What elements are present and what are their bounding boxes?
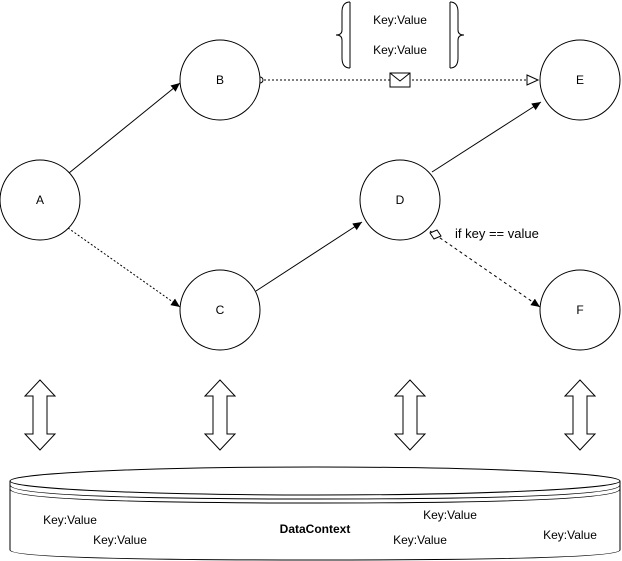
- datacontext-entry: Key:Value: [543, 528, 597, 542]
- node-e[interactable]: E: [539, 39, 621, 121]
- edge-d-e[interactable]: [431, 101, 542, 173]
- message-line-1: Key:Value: [373, 13, 427, 27]
- node-a[interactable]: A: [0, 159, 81, 241]
- condition-diamond-icon: [429, 229, 442, 240]
- envelope-icon: [389, 72, 411, 88]
- datacontext-title: DataContext: [280, 522, 351, 536]
- condition-label: if key == value: [455, 226, 539, 241]
- node-a-label: A: [36, 193, 44, 207]
- message-payload[interactable]: Key:Value Key:Value: [335, 0, 465, 70]
- node-f-label: F: [576, 303, 583, 317]
- node-f[interactable]: F: [539, 269, 621, 351]
- node-b-label: B: [216, 73, 224, 87]
- datacontext-entry: Key:Value: [423, 508, 477, 522]
- double-arrow-1: [23, 379, 57, 451]
- node-c-label: C: [216, 303, 225, 317]
- double-arrow-3: [393, 379, 427, 451]
- edge-a-c[interactable]: [67, 227, 181, 308]
- datacontext-entry: Key:Value: [93, 533, 147, 547]
- node-e-label: E: [576, 73, 584, 87]
- node-b[interactable]: B: [179, 39, 261, 121]
- node-d-label: D: [396, 193, 405, 207]
- edge-d-f[interactable]: [429, 230, 541, 308]
- message-line-2: Key:Value: [373, 43, 427, 57]
- datacontext-entry: Key:Value: [43, 513, 97, 527]
- left-brace-icon: [335, 1, 351, 69]
- edge-a-b[interactable]: [68, 82, 181, 174]
- edge-c-d[interactable]: [255, 221, 363, 292]
- datacontext-entry: Key:Value: [393, 533, 447, 547]
- node-c[interactable]: C: [179, 269, 261, 351]
- double-arrow-4: [563, 379, 597, 451]
- datacontext-database[interactable]: DataContext Key:Value Key:Value Key:Valu…: [9, 466, 621, 561]
- right-brace-icon: [449, 1, 465, 69]
- double-arrow-2: [203, 379, 237, 451]
- node-d[interactable]: D: [359, 159, 441, 241]
